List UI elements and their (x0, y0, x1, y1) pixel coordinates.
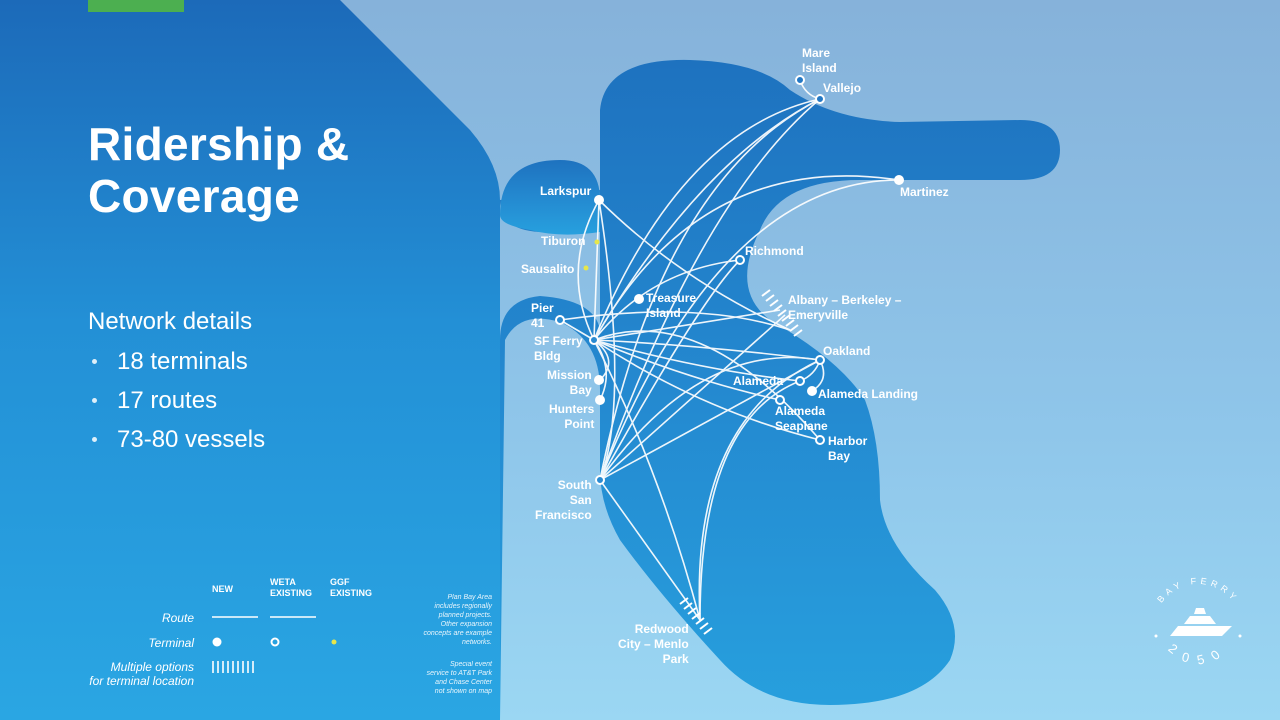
label-redwood-city: Redwood City – Menlo Park (618, 622, 689, 666)
details-item-text: 18 terminals (117, 348, 248, 375)
label-albany-berkeley-emeryville: Albany – Berkeley – Emeryville (788, 293, 902, 322)
terminal-markers (555, 75, 904, 485)
label-harbor-bay: Harbor Bay (828, 434, 868, 463)
details-heading: Network details (88, 308, 253, 335)
bay-water (500, 59, 1060, 720)
label-tiburon: Tiburon (541, 234, 586, 248)
bullet-icon (92, 437, 97, 442)
route-lines (559, 79, 900, 621)
label-richmond: Richmond (745, 244, 804, 258)
label-pier41: Pier 41 (531, 301, 554, 330)
label-alameda: Alameda (733, 374, 784, 388)
label-alameda-seaplane: Alameda Seaplane (775, 404, 828, 433)
details-list: 18 terminals 17 routes 73-80 vessels (88, 342, 265, 459)
legend-row-terminal: Terminal (148, 636, 194, 650)
legend-col-weta: WETA EXISTING (270, 577, 313, 598)
slide-title: Ridership & Coverage (88, 118, 349, 222)
details-item: 18 terminals (88, 342, 265, 381)
label-sf-ferry-bldg: SF Ferry Bldg (534, 334, 583, 363)
legend-graphics (212, 616, 337, 673)
details-item-text: 73-80 vessels (117, 426, 266, 453)
title-line-2: Coverage (88, 170, 301, 222)
bullet-icon (92, 359, 97, 364)
legend-col-ggf: GGF EXISTING (330, 577, 373, 598)
accent-bar (88, 0, 184, 12)
details-item-text: 17 routes (117, 387, 218, 414)
label-treasure-island: Treasure Island (646, 291, 697, 320)
legend-row-route: Route (161, 611, 194, 625)
network-details: Network details 18 terminals 17 routes 7… (88, 306, 265, 459)
label-mare-island: Mare Island (802, 46, 837, 75)
legend-row-multiple: Multiple options for terminal location (89, 660, 194, 688)
ferry-boat-icon (1170, 608, 1232, 636)
albany-options-marker (761, 289, 803, 337)
note-plan-bay-area: Plan Bay Area includes regionally planne… (423, 594, 492, 646)
label-alameda-landing: Alameda Landing (818, 387, 919, 401)
label-oakland: Oakland (823, 344, 871, 358)
label-hunters-point: Hunters Point (549, 402, 595, 431)
legend-col-new: NEW (212, 584, 233, 594)
label-sausalito: Sausalito (521, 262, 575, 276)
title-line-1: Ridership & (88, 118, 350, 170)
details-item: 73-80 vessels (88, 420, 265, 459)
label-martinez: Martinez (900, 185, 949, 199)
label-vallejo: Vallejo (823, 81, 862, 95)
note-special-event: Special event service to AT&T Park and C… (426, 661, 492, 695)
label-larkspur: Larkspur (540, 184, 592, 198)
bullet-icon (92, 398, 97, 403)
label-south-san-francisco: South San Francisco (535, 478, 592, 522)
label-mission-bay: Mission Bay (547, 368, 592, 397)
left-panel (0, 0, 500, 720)
redwood-options-marker (679, 597, 713, 635)
details-item: 17 routes (88, 381, 265, 420)
